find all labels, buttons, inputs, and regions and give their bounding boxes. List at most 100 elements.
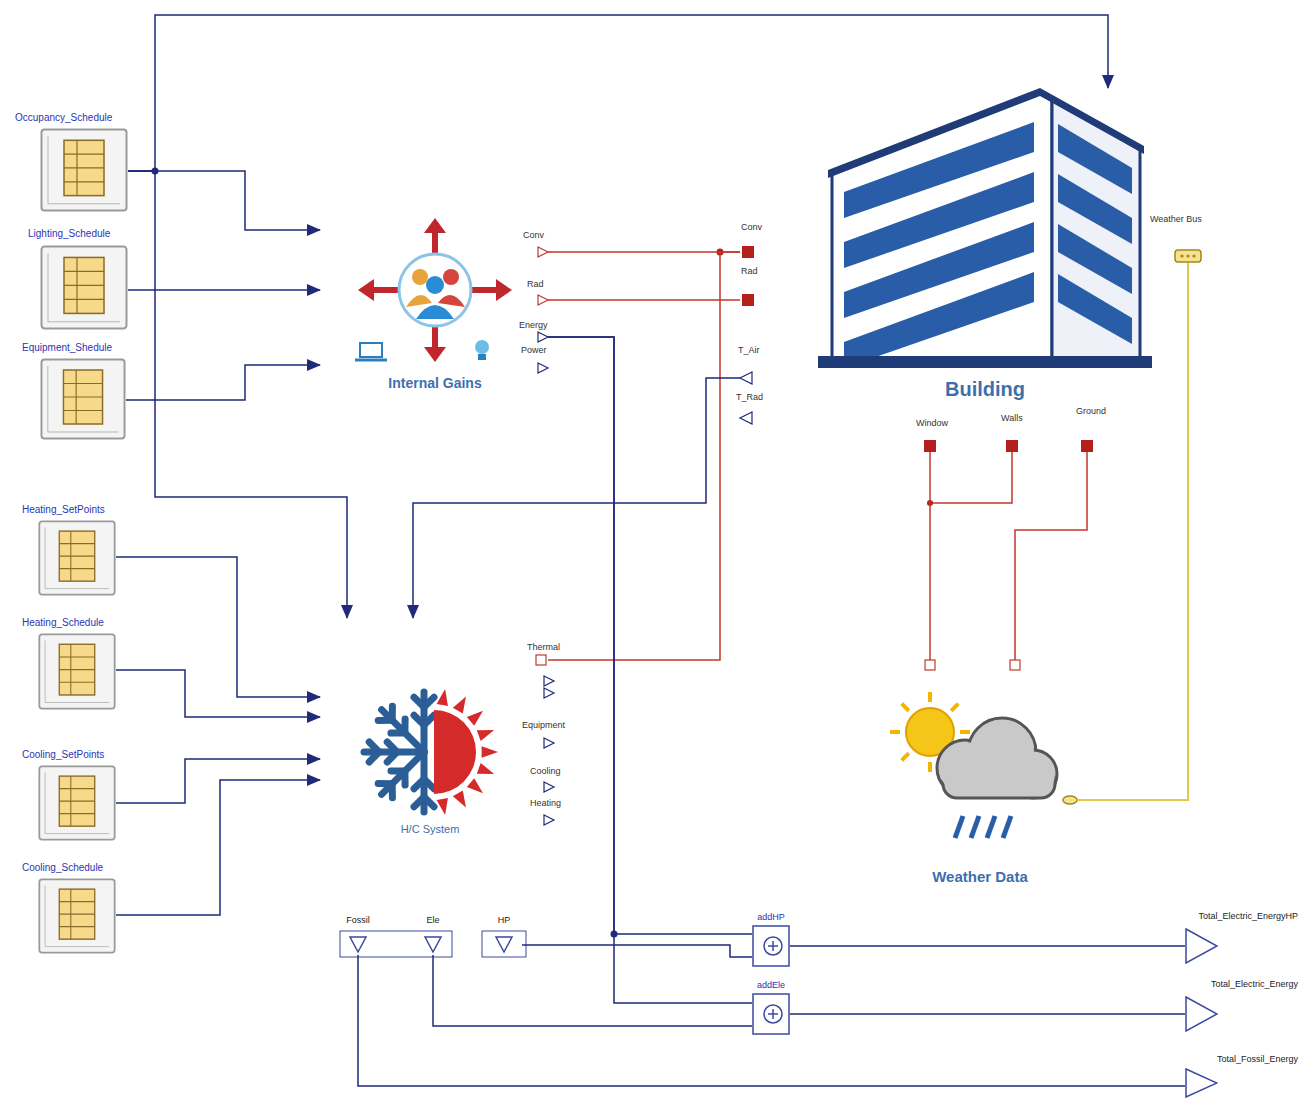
drawing-rect [1175, 250, 1201, 262]
drawing-polygon [424, 218, 446, 233]
connector [433, 955, 752, 1026]
drawing-polygon [477, 730, 494, 741]
drawing-line [960, 730, 970, 734]
connector [522, 945, 752, 957]
drawing-svg [38, 520, 116, 596]
connector [1078, 452, 1188, 800]
drawing-rect [42, 247, 127, 329]
drawing-g [372, 230, 498, 349]
node-label: Internal Gains [388, 375, 481, 391]
drawing-line [424, 697, 434, 707]
node-label: HP [498, 915, 511, 925]
connector [548, 252, 740, 660]
drawing-polyline [48, 136, 120, 204]
weather-block: Weather Data [885, 660, 1078, 892]
port-name: Cooling [530, 766, 561, 776]
drawing-polyline [48, 253, 120, 321]
drawing-line [382, 752, 424, 794]
drawing-polygon [740, 412, 752, 424]
drawing-polygon [425, 937, 441, 952]
drawing-line [369, 742, 379, 752]
drawing-line [63, 383, 102, 384]
drawing-line [372, 287, 398, 293]
port-name: Rad [527, 279, 544, 289]
drawing-g [955, 816, 1011, 838]
drawing-line [59, 556, 94, 557]
drawing-polygon [1186, 929, 1217, 963]
drawing-line [355, 359, 387, 362]
drawing-path [438, 295, 465, 307]
drawing-polygon [467, 778, 483, 793]
drawing-line [902, 753, 909, 760]
drawing-line [64, 285, 104, 286]
node-label: addEle [757, 980, 785, 990]
connector [790, 945, 1185, 947]
port-name: Walls [1001, 413, 1023, 423]
drawing-rect [1006, 440, 1018, 452]
drawing-polygon [538, 363, 548, 373]
drawing-line [59, 568, 94, 569]
port-name: Ground [1076, 406, 1106, 416]
port-name: T_Rad [736, 392, 763, 402]
drawing-rect [39, 634, 114, 708]
connector [358, 955, 1185, 1086]
connector [548, 299, 740, 301]
drawing-ellipse [1063, 796, 1077, 804]
drawing-line [59, 656, 94, 657]
drawing-g [358, 218, 512, 362]
drawing-polygon [544, 688, 554, 698]
connector [548, 337, 752, 934]
drawing-rect [59, 776, 94, 826]
drawing-svg [38, 633, 116, 710]
drawing-line [971, 816, 979, 838]
node-label: Total_Electric_Energy [1211, 979, 1298, 989]
drawing-line [59, 926, 94, 927]
connector [790, 1013, 1185, 1015]
port-name: Energy [519, 320, 548, 330]
drawing-rect [536, 655, 546, 665]
port-name: Conv [741, 222, 762, 232]
node-label: Building [945, 378, 1025, 401]
schedule-table: Heating_Schedule [38, 633, 116, 710]
drawing-svg [38, 765, 116, 841]
port-name: Thermal [527, 642, 560, 652]
drawing-line [76, 370, 77, 424]
connector [116, 557, 320, 697]
drawing-path [416, 305, 454, 319]
schedule-table: Occupancy_Schedule [40, 128, 128, 212]
drawing-line [64, 167, 104, 168]
building-block: Building [740, 88, 1205, 452]
drawing-svg [320, 618, 548, 848]
drawing-svg [38, 878, 116, 954]
drawing-polygon [544, 738, 554, 748]
input-port: Fossil [345, 933, 371, 955]
drawing-svg [420, 933, 446, 955]
drawing-line [382, 710, 424, 752]
drawing-line [59, 543, 94, 544]
node-label: Equipment_Shedule [22, 342, 112, 354]
drawing-polygon [437, 798, 448, 815]
drawing-line [955, 816, 963, 838]
drawing-circle [1192, 254, 1195, 257]
node-label: Cooling_SetPoints [22, 749, 104, 761]
drawing-rect [63, 370, 102, 424]
drawing-svg [486, 933, 522, 955]
drawing-line [1003, 816, 1011, 838]
drawing-line [772, 941, 774, 951]
drawing-polygon [538, 247, 548, 257]
output-port: Total_Electric_Energy [1185, 996, 1218, 1032]
drawing-svg [320, 215, 548, 400]
drawing-circle [475, 340, 489, 354]
drawing-line [928, 692, 932, 702]
node-label: Lighting_Schedule [28, 228, 110, 240]
drawing-line [76, 140, 77, 195]
drawing-line [64, 181, 104, 182]
node-label: Total_Fossil_Energy [1217, 1054, 1298, 1064]
schedule-table: Equipment_Shedule [40, 358, 126, 440]
drawing-line [951, 704, 958, 711]
drawing-polygon [424, 347, 446, 362]
drawing-svg [752, 925, 790, 967]
drawing-polygon [1058, 274, 1132, 344]
drawing-rect [39, 766, 114, 839]
node-label: Heating_SetPoints [22, 504, 105, 516]
